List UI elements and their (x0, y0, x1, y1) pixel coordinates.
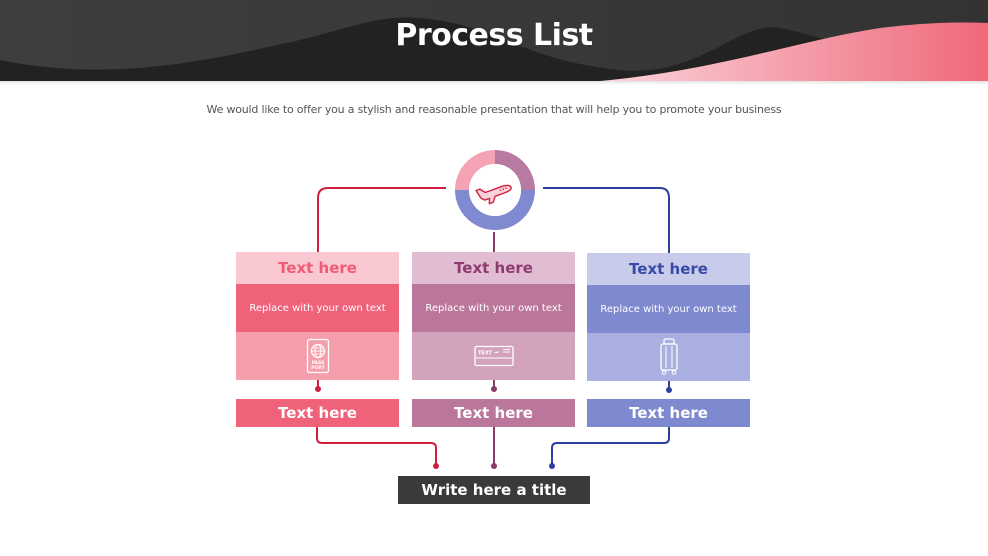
card-icon-area: PASS PORT (236, 332, 399, 380)
process-label-1: Text here (236, 399, 399, 427)
card-body-text: Replace with your own text (236, 284, 399, 332)
svg-text:PASS: PASS (311, 360, 324, 366)
passport-icon: PASS PORT (306, 338, 329, 374)
header-wave-background (0, 0, 988, 81)
card-heading: Text here (587, 253, 750, 285)
process-card-2: Text here Replace with your own text TEX… (412, 252, 575, 380)
luggage-icon (659, 338, 678, 375)
subtitle-text: We would like to offer you a stylish and… (206, 103, 782, 116)
hub-circle (453, 148, 537, 232)
svg-text:TEXT: TEXT (478, 351, 493, 357)
card-heading: Text here (412, 252, 575, 284)
process-card-1: Text here Replace with your own text PAS… (236, 252, 399, 380)
process-card-3: Text here Replace with your own text (587, 253, 750, 381)
header-shadow (0, 81, 988, 85)
airplane-icon (475, 184, 512, 205)
ticket-icon: TEXT (473, 345, 514, 367)
card-body-text: Replace with your own text (412, 284, 575, 332)
svg-text:PORT: PORT (311, 365, 325, 371)
process-label-2: Text here (412, 399, 575, 427)
page-title: Process List (395, 18, 593, 53)
header-banner: Process List (0, 0, 988, 81)
process-label-3: Text here (587, 399, 750, 427)
card-icon-area: TEXT (412, 332, 575, 380)
card-body-text: Replace with your own text (587, 285, 750, 333)
card-icon-area (587, 333, 750, 381)
card-heading: Text here (236, 252, 399, 284)
final-title-box: Write here a title (398, 476, 590, 504)
